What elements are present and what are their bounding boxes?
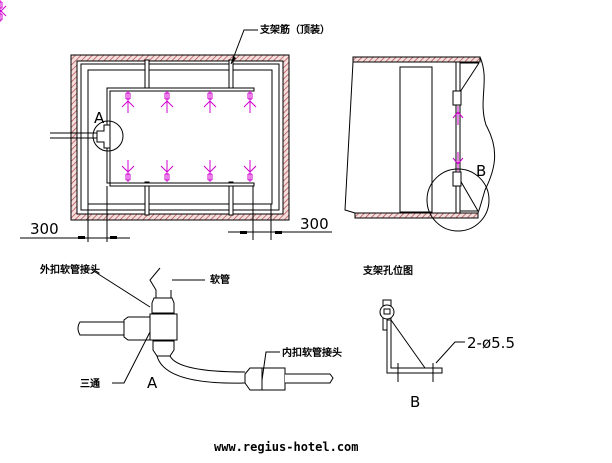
svg-text:300: 300 (300, 215, 329, 233)
beam (399, 66, 433, 213)
website-footer: www.regius-hotel.com (214, 440, 359, 454)
bracket-rib-label: 支架筋（顶装） (259, 23, 330, 36)
detail-a-caption: A (147, 374, 158, 392)
pipe-loop (106, 87, 255, 187)
detail-b-circle (426, 168, 490, 232)
dimension-right: 300 (228, 186, 332, 240)
svg-text:300: 300 (30, 220, 59, 238)
detail-a-fitting: 外扣软管接头 软管 三通 内扣软管接头 A (39, 263, 342, 392)
valve-icon (452, 171, 462, 187)
hose-label: 软管 (210, 273, 230, 286)
detail-a-circle (92, 120, 124, 152)
hole-spec-label: 2-ø5.5 (467, 334, 515, 352)
section-view: B (344, 56, 496, 232)
bracket-hole-title: 支架孔位图 (362, 264, 413, 277)
dimension-left: 300 (20, 186, 130, 242)
inner-hose-joint-label: 内扣软管接头 (282, 346, 342, 359)
valve-icon (452, 90, 462, 106)
detail-b-caption: B (410, 393, 420, 411)
detail-b-label: B (476, 162, 486, 180)
detail-b-bracket: 支架孔位图 2-ø5.5 B (362, 264, 515, 411)
detail-a-label: A (94, 109, 105, 127)
sprinkler-heads (0, 0, 257, 183)
plan-view: A 支架筋（顶装） 300 300 (0, 0, 332, 242)
tee-fitting (96, 124, 111, 149)
outer-hose-joint-label: 外扣软管接头 (39, 263, 100, 276)
tee-label: 三通 (80, 378, 100, 390)
